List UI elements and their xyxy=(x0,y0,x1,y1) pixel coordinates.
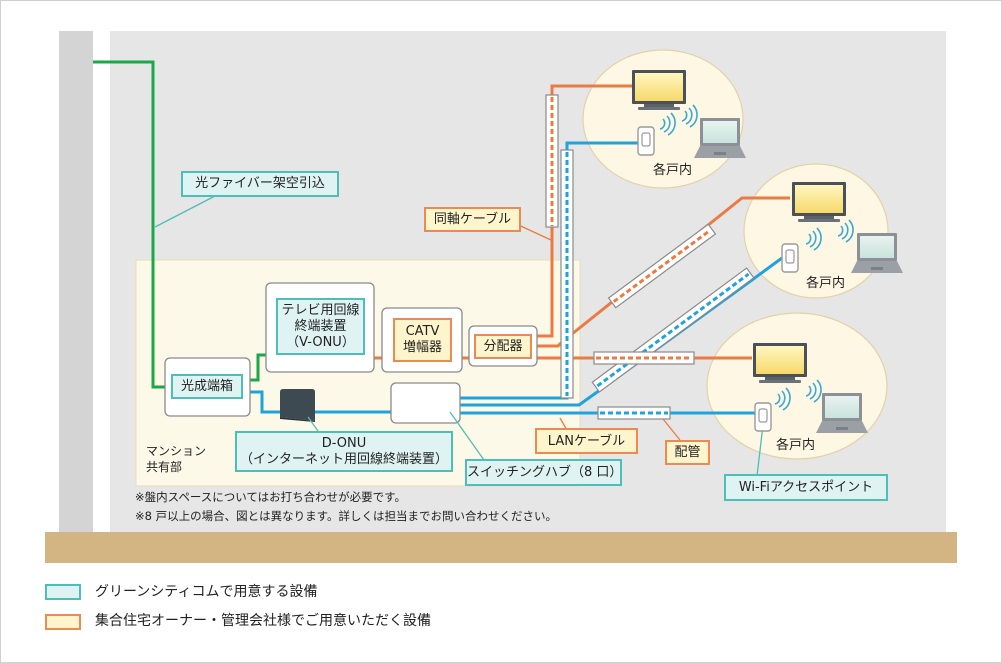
conduit-horizontal-lan xyxy=(597,406,671,420)
switching-hub-device xyxy=(390,382,461,424)
wifi-access-point-icon xyxy=(637,126,655,156)
building-pillar xyxy=(59,31,93,532)
conduit-diagonal-coax xyxy=(607,223,717,309)
note-2: ※8 戸以上の場合、図とは異なります。詳しくは担当までお問い合わせください。 xyxy=(135,509,557,523)
ground-strip xyxy=(45,532,957,563)
fiber-line-vonu xyxy=(248,353,268,382)
legend-swatch-owner xyxy=(45,614,81,630)
unit-2-label: 各戸内 xyxy=(806,276,846,291)
fiber-line xyxy=(93,60,168,389)
catv-label-line2: 増幅器 xyxy=(402,340,442,355)
fiber-aerial-label: 光ファイバー架空引込 xyxy=(181,171,339,197)
catv-amplifier-label: CATV 増幅器 xyxy=(393,318,452,362)
donu-label-leader xyxy=(307,416,319,432)
tv-icon xyxy=(632,70,686,110)
legend-label-owner: 集合住宅オーナー・管理会社様でご用意いただく設備 xyxy=(95,613,431,629)
coax-cable-label: 同軸ケーブル xyxy=(424,207,521,232)
laptop-icon xyxy=(851,233,903,273)
wifi-access-point-icon xyxy=(754,402,772,432)
vonu-label: テレビ用回線 終端装置 （V-ONU） xyxy=(276,298,365,355)
donu-label-line1: D-ONU xyxy=(321,436,367,451)
vonu-label-line3: （V-ONU） xyxy=(286,335,355,350)
optical-box-label: 光成端箱 xyxy=(171,374,243,399)
conduit-horizontal-coax xyxy=(593,351,695,365)
conduit-vertical-coax xyxy=(545,94,559,228)
conduit-label-leader xyxy=(662,418,681,441)
conduit-label: 配管 xyxy=(665,440,710,465)
vonu-label-line1: テレビ用回線 xyxy=(281,303,360,318)
fiber-label-leader xyxy=(154,195,216,228)
laptop-icon xyxy=(816,393,868,433)
lan-optical-box-donu xyxy=(248,390,392,414)
legend-swatch-greencity xyxy=(45,584,81,600)
donu-label-line2: （インターネット用回線終端装置） xyxy=(239,452,448,467)
unit-1-label: 各戸内 xyxy=(653,163,693,178)
shared-area-label: マンション 共有部 xyxy=(146,443,206,475)
shared-area-line2: 共有部 xyxy=(146,460,183,474)
tv-icon xyxy=(753,343,807,383)
splitter-label: 分配器 xyxy=(474,334,532,359)
note-1: ※盤内スペースについてはお打ち合わせが必要です。 xyxy=(135,490,407,504)
donu-label: D-ONU （インターネット用回線終端装置） xyxy=(235,431,453,472)
donu-device-icon xyxy=(280,389,315,422)
wifi-ap-label: Wi-Fiアクセスポイント xyxy=(724,474,888,501)
conduit-vertical-lan xyxy=(560,149,574,399)
unit-3-label: 各戸内 xyxy=(776,438,816,453)
ap-label-leader xyxy=(756,424,764,477)
shared-area-line1: マンション xyxy=(146,444,207,458)
switching-hub-label: スイッチングハブ（8 口） xyxy=(465,459,622,486)
catv-label-line1: CATV xyxy=(405,324,440,339)
wifi-access-point-icon xyxy=(781,243,799,273)
lan-cable-label: LANケーブル xyxy=(535,428,638,454)
laptop-icon xyxy=(694,118,746,158)
tv-icon xyxy=(792,182,846,222)
legend-label-greencity: グリーンシティコムで用意する設備 xyxy=(95,584,318,600)
hub-label-leader xyxy=(449,411,485,461)
vonu-label-line2: 終端装置 xyxy=(294,319,347,334)
